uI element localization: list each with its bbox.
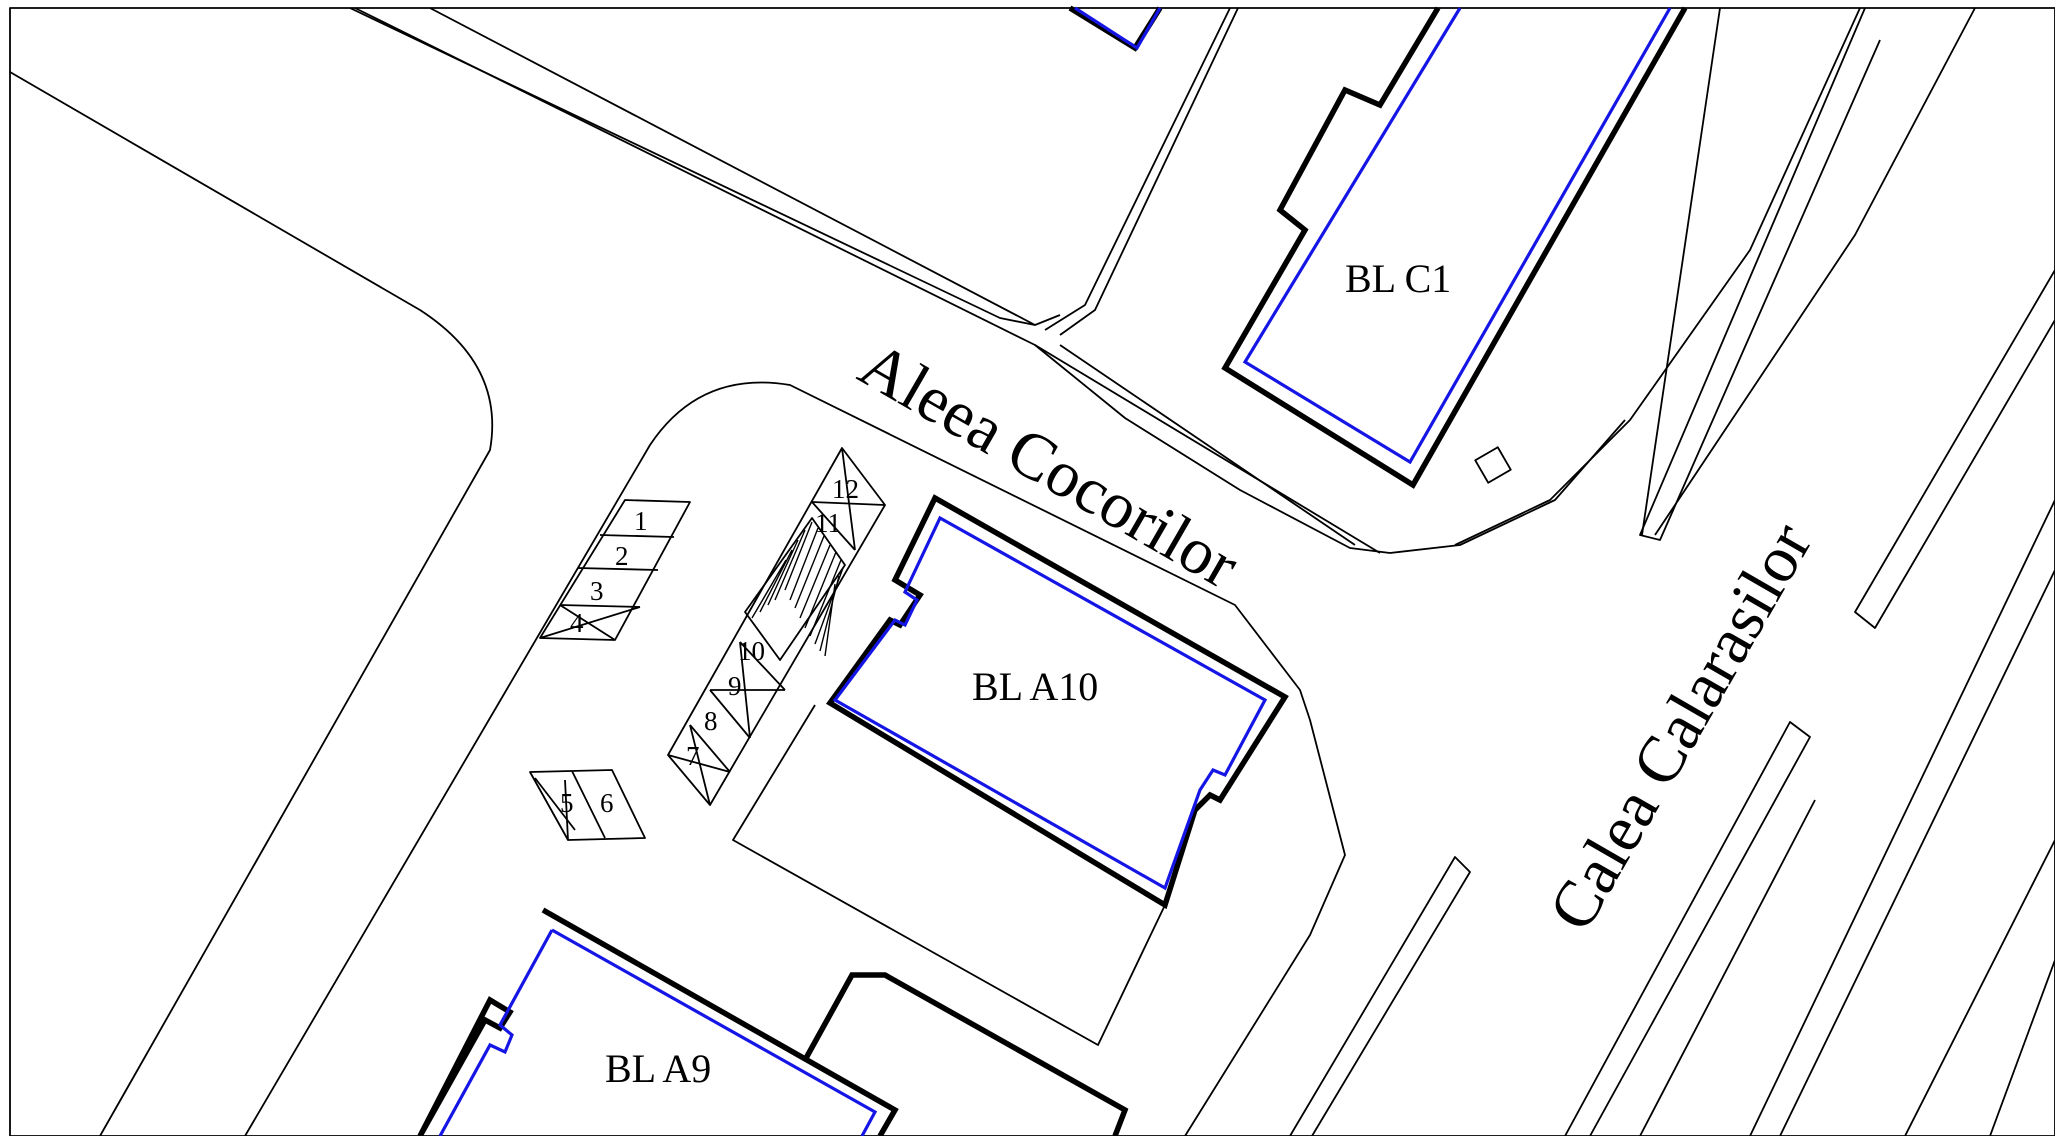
parking-slot-number: 9	[728, 671, 742, 701]
calea-median-2	[1564, 721, 1811, 1136]
building-label: BL A10	[972, 664, 1098, 709]
aleea-upper-edge	[349, 7, 1061, 326]
building-c1: BL C1	[1221, 6, 1688, 489]
building-top-fragment-footprint	[1074, 6, 1162, 51]
parking-small	[529, 769, 646, 841]
parking-slot-number: 6	[600, 788, 614, 818]
building-a10-footprint	[832, 515, 1268, 891]
building-c1-outline	[1221, 6, 1688, 489]
aleea-separator	[1034, 344, 1381, 554]
building-label: BL A9	[605, 1046, 711, 1091]
parking-slot-numbers: 1 2 3 4 5 6 7 8 9 10 11 12	[560, 474, 859, 818]
small-structure	[1474, 446, 1512, 484]
calea-median-1	[1289, 856, 1471, 1136]
parking-slot-number: 1	[634, 506, 648, 536]
parking-slot-number: 7	[686, 741, 700, 771]
map-frame	[9, 7, 2055, 1136]
building-a9-annex	[802, 972, 1129, 1136]
parking-center-cross	[667, 447, 886, 806]
parking-small-outline	[529, 769, 646, 841]
c1-curb	[1454, 7, 1861, 546]
aleea-lower-edge	[354, 7, 1626, 554]
building-a9-footprint	[438, 928, 878, 1136]
building-a9: BL A9	[417, 907, 1129, 1136]
left-road-curb	[9, 71, 494, 1136]
parking-slot-number: 4	[570, 608, 584, 638]
parking-slot-cross	[539, 604, 641, 641]
upper-divider-1	[1044, 7, 1231, 331]
building-a10: BL A10	[732, 494, 1289, 1046]
building-a10-annex	[732, 704, 1166, 1046]
parking-slot-number: 10	[738, 636, 765, 666]
calea-island-3	[1749, 499, 2055, 1136]
calea-lane-3	[1654, 7, 1976, 536]
calea-island-2	[1854, 269, 2055, 629]
parking-left-row	[539, 499, 691, 641]
parking-slot-hatched	[744, 517, 846, 661]
calea-lane-1	[1641, 7, 1721, 536]
building-c1-footprint	[1242, 7, 1672, 465]
calea-divider	[1639, 799, 1816, 1136]
inner-curb	[244, 381, 1346, 1136]
parking-center-row	[667, 447, 886, 806]
street-label-calea-calarasilor: Calea Calarasilor	[1535, 511, 1826, 943]
parking-slot-number: 12	[832, 474, 859, 504]
calea-lane-right	[1904, 839, 2055, 1136]
calea-lane-2	[1639, 7, 1881, 541]
parking-center-dividers	[689, 501, 856, 773]
upper-divider-3	[1059, 344, 1356, 546]
parking-slot-number: 2	[615, 541, 629, 571]
parking-dividers	[559, 534, 675, 608]
calea-island-3b	[1779, 569, 2055, 1136]
building-a9-outline	[417, 907, 899, 1136]
aleea-upper-edge-inner	[429, 7, 1036, 326]
parking-slot-number: 11	[815, 508, 841, 538]
building-label: BL C1	[1345, 256, 1451, 301]
parking-slot-number: 5	[560, 788, 574, 818]
road-lines	[9, 7, 2055, 1136]
calea-lane-right2	[1989, 959, 2055, 1136]
building-a10-outline	[826, 494, 1289, 910]
parking-slot-number: 3	[590, 576, 604, 606]
upper-divider-2	[1059, 7, 1239, 336]
parking-slot-number: 8	[704, 706, 718, 736]
